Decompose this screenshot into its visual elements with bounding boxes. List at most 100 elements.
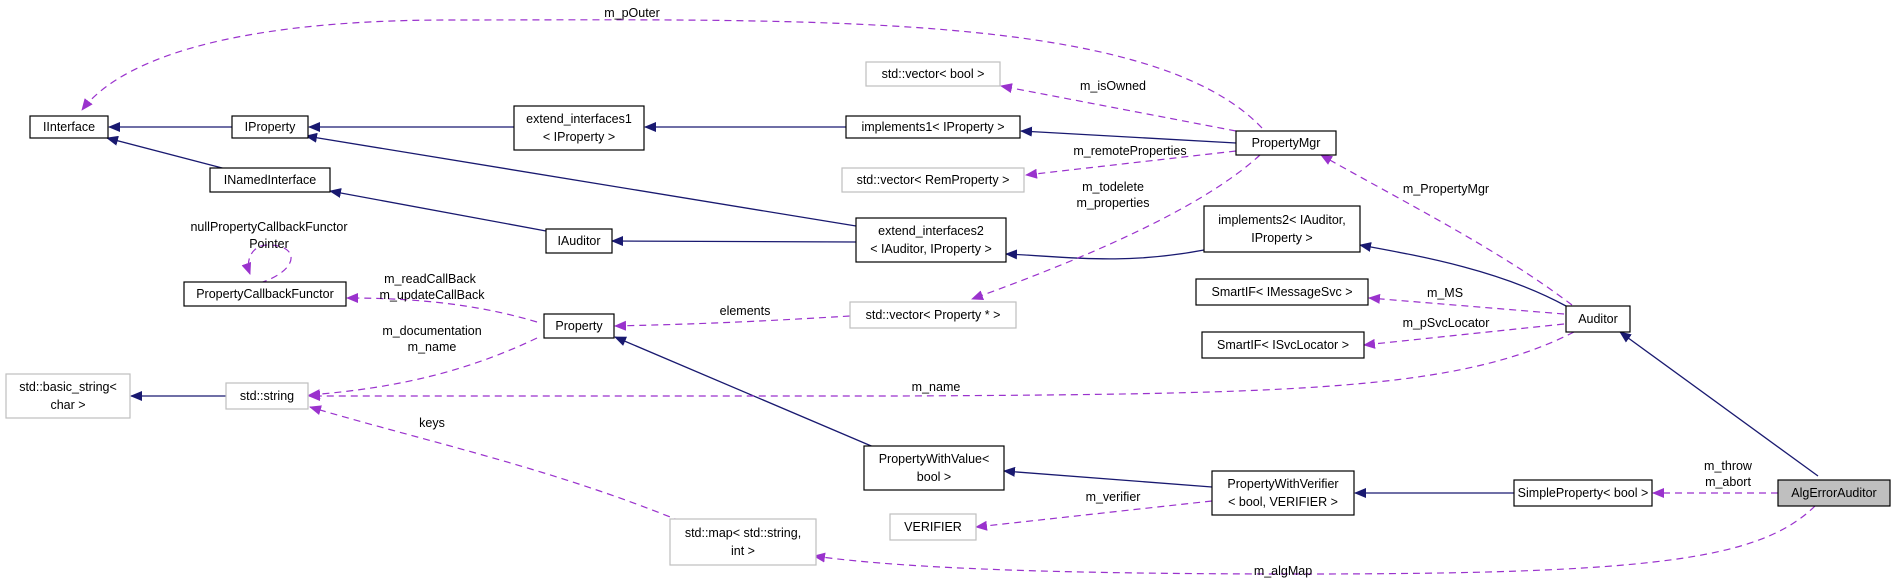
node-property-label: Property xyxy=(555,319,603,333)
nodes: IInterface IProperty extend_interfaces1 … xyxy=(5,61,1891,566)
edge-propertymgr-m-isowned xyxy=(1000,83,1237,132)
edge-auditor-to-implements2 xyxy=(1359,242,1567,307)
node-property-callback-functor[interactable]: PropertyCallbackFunctor xyxy=(183,281,347,307)
label-m-algmap: m_algMap xyxy=(1254,564,1312,578)
node-implements2-line2: IProperty > xyxy=(1251,231,1313,245)
node-simple-property[interactable]: SimpleProperty< bool > xyxy=(1513,479,1653,507)
node-property-with-verifier[interactable]: PropertyWithVerifier < bool, VERIFIER > xyxy=(1211,470,1355,516)
node-property-with-value-line2: bool > xyxy=(917,470,951,484)
node-property-with-value[interactable]: PropertyWithValue< bool > xyxy=(863,445,1005,491)
label-m-ms: m_MS xyxy=(1427,286,1463,300)
label-m-documentation: m_documentation xyxy=(382,324,481,338)
edge-propertywithverifier-to-propertywithvalue xyxy=(1003,466,1213,488)
node-basic-string[interactable]: std::basic_string< char > xyxy=(5,373,131,419)
edge-algerrorauditor-to-auditor xyxy=(1619,331,1819,477)
node-simple-property-label: SimpleProperty< bool > xyxy=(1518,486,1649,500)
node-implements2-line1: implements2< IAuditor, xyxy=(1218,213,1346,227)
node-property-mgr[interactable]: PropertyMgr xyxy=(1235,130,1337,156)
label-m-todelete: m_todelete xyxy=(1082,180,1144,194)
edge-implements2-to-extend-interfaces2 xyxy=(1005,249,1205,260)
edge-map-keys xyxy=(309,405,693,527)
node-extend-interfaces2-line2: < IAuditor, IProperty > xyxy=(870,242,992,256)
node-implements2[interactable]: implements2< IAuditor, IProperty > xyxy=(1203,205,1361,253)
node-implements1[interactable]: implements1< IProperty > xyxy=(845,115,1021,139)
node-std-string-label: std::string xyxy=(240,389,294,403)
node-extend-interfaces2[interactable]: extend_interfaces2 < IAuditor, IProperty… xyxy=(855,217,1007,263)
node-iinterface[interactable]: IInterface xyxy=(29,115,109,139)
node-inamedinterface[interactable]: INamedInterface xyxy=(209,167,331,193)
node-map-string-int[interactable]: std::map< std::string, int > xyxy=(669,518,817,566)
node-property-with-verifier-line1: PropertyWithVerifier xyxy=(1227,477,1338,491)
edge-algerrorauditor-m-algmap xyxy=(813,505,1816,575)
node-property-with-value-line1: PropertyWithValue< xyxy=(879,452,990,466)
node-extend-interfaces1[interactable]: extend_interfaces1 < IProperty > xyxy=(513,105,645,151)
label-m-remoteproperties: m_remoteProperties xyxy=(1073,144,1186,158)
edge-propertywithverifier-m-verifier xyxy=(975,500,1213,531)
node-smartif-isvclocator[interactable]: SmartIF< ISvcLocator > xyxy=(1201,331,1365,359)
node-vector-property-ptr-label: std::vector< Property * > xyxy=(866,308,1001,322)
node-auditor-label: Auditor xyxy=(1578,312,1618,326)
edge-extend-interfaces2-to-iauditor xyxy=(611,236,857,247)
node-alg-error-auditor-label: AlgErrorAuditor xyxy=(1791,486,1876,500)
node-smartif-imessagesvc-label: SmartIF< IMessageSvc > xyxy=(1211,285,1352,299)
node-vector-bool[interactable]: std::vector< bool > xyxy=(865,61,1001,87)
node-property-with-verifier-line2: < bool, VERIFIER > xyxy=(1228,495,1338,509)
edge-propertymgr-to-implements1 xyxy=(1020,126,1237,144)
label-m-name-auditor: m_name xyxy=(912,380,961,394)
edge-auditor-m-ms xyxy=(1368,293,1565,315)
node-std-string[interactable]: std::string xyxy=(225,382,309,410)
label-elements: elements xyxy=(720,304,771,318)
edge-auditor-m-name xyxy=(308,331,1575,401)
edge-extend-interfaces2-to-iproperty xyxy=(305,132,857,227)
node-map-string-int-line1: std::map< std::string, xyxy=(685,526,801,540)
node-iproperty-label: IProperty xyxy=(245,120,296,134)
node-iproperty[interactable]: IProperty xyxy=(231,115,309,139)
label-m-pouter: m_pOuter xyxy=(604,6,660,20)
label-m-readcallback: m_readCallBack xyxy=(384,272,476,286)
label-m-properties: m_properties xyxy=(1077,196,1150,210)
label-m-updatecallback: m_updateCallBack xyxy=(380,288,486,302)
label-null-callback-line2: Pointer xyxy=(249,237,289,251)
edge-vector-property-elements xyxy=(614,315,851,331)
label-m-psvclocator: m_pSvcLocator xyxy=(1403,316,1490,330)
node-property-callback-functor-label: PropertyCallbackFunctor xyxy=(196,287,334,301)
edge-property-callback-self xyxy=(241,244,292,284)
node-verifier[interactable]: VERIFIER xyxy=(889,513,977,541)
edge-propertymgr-m-todelete xyxy=(971,154,1261,300)
node-extend-interfaces1-line2: < IProperty > xyxy=(543,130,615,144)
node-auditor[interactable]: Auditor xyxy=(1565,305,1631,333)
label-m-name-property: m_name xyxy=(408,340,457,354)
label-m-verifier: m_verifier xyxy=(1086,490,1141,504)
node-implements1-label: implements1< IProperty > xyxy=(861,120,1004,134)
edge-auditor-m-propertymgr xyxy=(1320,154,1573,306)
node-verifier-label: VERIFIER xyxy=(904,520,962,534)
node-iauditor[interactable]: IAuditor xyxy=(545,228,613,254)
node-iauditor-label: IAuditor xyxy=(557,234,600,248)
node-alg-error-auditor[interactable]: AlgErrorAuditor xyxy=(1777,479,1891,507)
node-extend-interfaces2-line1: extend_interfaces2 xyxy=(878,224,984,238)
label-m-throw: m_throw xyxy=(1704,459,1753,473)
node-vector-remproperty-label: std::vector< RemProperty > xyxy=(857,173,1010,187)
edge-propertywithvalue-to-property xyxy=(614,336,877,449)
node-vector-property-ptr[interactable]: std::vector< Property * > xyxy=(849,301,1017,329)
edge-inamedinterface-to-iinterface xyxy=(106,135,227,170)
node-basic-string-line1: std::basic_string< xyxy=(19,380,117,394)
node-smartif-isvclocator-label: SmartIF< ISvcLocator > xyxy=(1217,338,1349,352)
label-m-abort: m_abort xyxy=(1705,475,1751,489)
node-inamedinterface-label: INamedInterface xyxy=(224,173,316,187)
node-property-mgr-label: PropertyMgr xyxy=(1252,136,1321,150)
edge-propertymgr-m-pouter xyxy=(81,19,1263,129)
edges xyxy=(81,19,1819,575)
node-vector-remproperty[interactable]: std::vector< RemProperty > xyxy=(841,167,1025,193)
edge-auditor-m-psvclocator xyxy=(1363,323,1565,349)
node-extend-interfaces1-line1: extend_interfaces1 xyxy=(526,112,632,126)
node-smartif-imessagesvc[interactable]: SmartIF< IMessageSvc > xyxy=(1195,278,1369,306)
edge-labels: m_pOuter m_isOwned m_remoteProperties m_… xyxy=(190,6,1752,578)
edge-property-std-string xyxy=(308,337,538,400)
node-property[interactable]: Property xyxy=(543,313,615,339)
node-map-string-int-line2: int > xyxy=(731,544,755,558)
edge-iauditor-to-inamedinterface xyxy=(329,188,547,232)
label-keys: keys xyxy=(419,416,445,430)
node-iinterface-label: IInterface xyxy=(43,120,95,134)
